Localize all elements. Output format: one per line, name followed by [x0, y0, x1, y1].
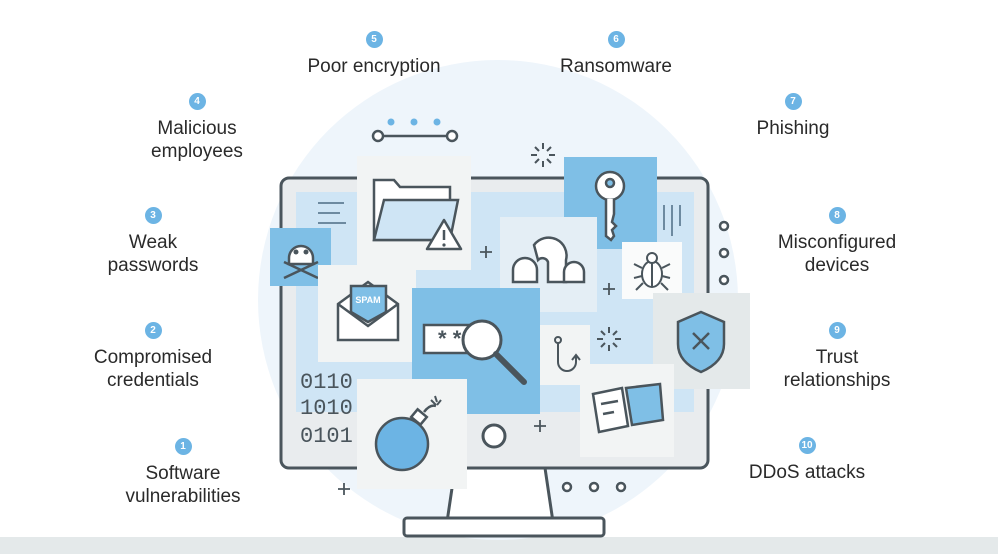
- bug-icon: [633, 252, 671, 291]
- binary-line: 0110: [300, 370, 353, 395]
- warning-icon: [425, 218, 463, 251]
- threat-text: Trust relationships: [783, 347, 891, 391]
- hook-icon: [554, 336, 581, 372]
- number-badge: 8: [828, 207, 846, 224]
- envelope-icon: SPAM: [336, 280, 400, 342]
- number-badge: 4: [188, 93, 206, 110]
- binary-line: 1010: [300, 396, 353, 421]
- burst-decoration: [531, 143, 621, 351]
- threat-label-misconfigured-devices: 8 Misconfigured devices: [727, 207, 947, 277]
- shield-icon: [676, 310, 726, 374]
- threat-label-software-vulnerabilities: 1 Software vulnerabilities: [73, 438, 293, 508]
- binary-code: 0110 1010 0101: [300, 370, 353, 449]
- sparkle-decoration: [338, 246, 615, 495]
- worm-icon: [511, 236, 586, 284]
- number-badge: 6: [607, 31, 625, 48]
- threat-text: Malicious employees: [151, 118, 243, 162]
- threat-text: Poor encryption: [307, 56, 441, 77]
- number-badge: 2: [144, 322, 162, 339]
- skull-icon: [283, 244, 319, 280]
- folder-icon: [372, 178, 460, 242]
- threat-text: Weak passwords: [107, 232, 199, 276]
- footer-band: [0, 537, 998, 554]
- monitor-base: [402, 516, 606, 538]
- threat-label-weak-passwords: 3 Weak passwords: [43, 207, 263, 277]
- spam-label: SPAM: [355, 295, 380, 305]
- threat-text: Compromised credentials: [93, 347, 213, 391]
- top-slider-decoration: [371, 118, 459, 143]
- threat-label-phishing: 7 Phishing: [683, 93, 903, 140]
- number-badge: 5: [365, 31, 383, 48]
- number-badge: 7: [784, 93, 802, 110]
- threat-label-malicious-employees: 4 Malicious employees: [87, 93, 307, 163]
- bomb-icon: [374, 395, 442, 472]
- number-badge: 1: [174, 438, 192, 455]
- binary-line: 0101: [300, 424, 353, 449]
- threat-text: Phishing: [756, 118, 830, 139]
- magnifier-icon: [461, 319, 527, 385]
- number-badge: 3: [144, 207, 162, 224]
- screen-lines: [318, 202, 681, 236]
- threat-text: Ransomware: [560, 56, 672, 77]
- power-button: [481, 423, 507, 449]
- side-dots: [561, 220, 730, 493]
- threat-label-poor-encryption: 5 Poor encryption: [264, 31, 484, 78]
- credit-card-icon: [591, 382, 665, 434]
- threat-text: Misconfigured devices: [777, 232, 897, 276]
- key-icon: [594, 170, 626, 242]
- threat-label-compromised-credentials: 2 Compromised credentials: [43, 322, 263, 392]
- threat-label-trust-relationships: 9 Trust relationships: [727, 322, 947, 392]
- threat-text: Software vulnerabilities: [125, 463, 241, 507]
- threat-text: DDoS attacks: [748, 462, 866, 483]
- number-badge: 9: [828, 322, 846, 339]
- number-badge: 10: [798, 437, 816, 454]
- threat-label-ddos-attacks: 10 DDoS attacks: [697, 437, 917, 484]
- threat-label-ransomware: 6 Ransomware: [506, 31, 726, 78]
